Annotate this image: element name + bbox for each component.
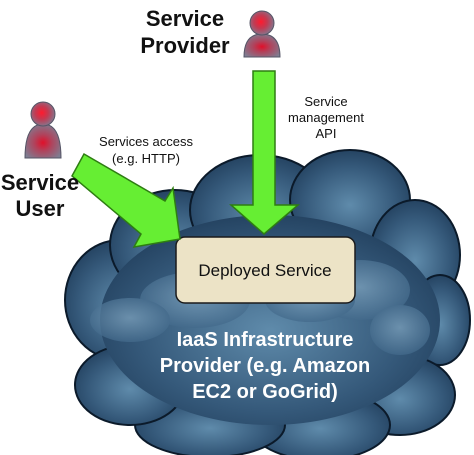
management-arrow xyxy=(229,70,301,235)
access-arrow xyxy=(71,152,181,249)
access-label-line-1: Services access xyxy=(99,134,193,149)
infrastructure-label: IaaS Infrastructure Provider (e.g. Amazo… xyxy=(160,329,370,403)
access-label: Services access (e.g. HTTP) xyxy=(99,134,193,166)
access-label-line-2: (e.g. HTTP) xyxy=(112,151,180,166)
deployed-service-box: Deployed Service xyxy=(175,236,356,304)
user-person-icon xyxy=(24,101,62,159)
deployed-service-label: Deployed Service xyxy=(198,261,331,280)
management-label-line-2: management xyxy=(288,110,364,125)
provider-person-icon xyxy=(243,10,281,58)
user-label-line-1: Service xyxy=(1,170,79,195)
service-user-actor: Service User xyxy=(1,101,79,221)
management-label-line-3: API xyxy=(316,126,337,141)
service-provider-actor: Service Provider xyxy=(140,6,281,58)
user-label-line-2: User xyxy=(16,196,65,221)
infrastructure-label-line-3: EC2 or GoGrid) xyxy=(192,381,338,403)
management-label-line-1: Service xyxy=(304,94,347,109)
provider-label-line-2: Provider xyxy=(140,33,230,58)
provider-label-line-1: Service xyxy=(146,6,224,31)
management-label: Service management API xyxy=(288,94,364,141)
infrastructure-label-line-1: IaaS Infrastructure xyxy=(177,329,354,351)
infrastructure-label-line-2: Provider (e.g. Amazon xyxy=(160,355,370,377)
